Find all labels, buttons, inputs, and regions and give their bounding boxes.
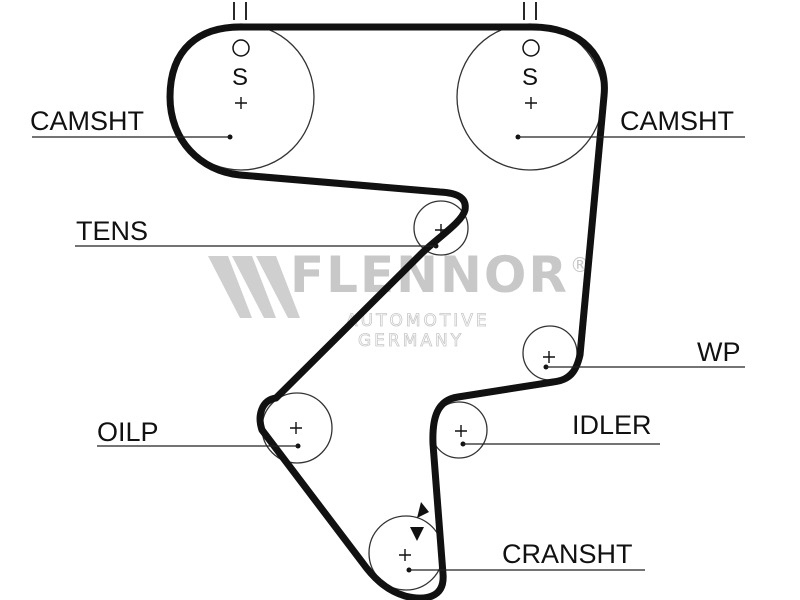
timing-mark-left [233, 2, 247, 20]
right-cam-timing-circle-icon [522, 39, 540, 57]
watermark: FLENNOR AUTOMOTIVE GERMANY ® [208, 246, 590, 351]
right-cam-plus-icon [525, 97, 537, 109]
left-cam-timing-circle-icon [232, 39, 250, 57]
label-camshaft-right: CAMSHT [620, 106, 734, 136]
flennor-logo-icon [208, 256, 300, 318]
crankshaft-timing-arrow-icon [410, 502, 429, 541]
watermark-brand: FLENNOR [290, 246, 569, 304]
water-pump-plus-icon [543, 351, 555, 363]
right-cam-s-mark: S [522, 64, 538, 91]
watermark-line1: AUTOMOTIVE [346, 311, 490, 331]
timing-belt [166, 23, 608, 600]
label-tensioner: TENS [76, 216, 148, 246]
tensioner-pulley [413, 200, 469, 256]
camshaft-right-pulley [456, 23, 604, 171]
left-cam-s-mark: S [232, 64, 248, 91]
plus-markers [235, 97, 555, 561]
left-cam-plus-icon [235, 97, 247, 109]
label-camshaft-left: CAMSHT [30, 106, 144, 136]
watermark-line2: GERMANY [358, 331, 464, 351]
label-oil-pump: OILP [97, 417, 159, 447]
oil-pump-plus-icon [290, 422, 302, 434]
label-crankshaft: CRANSHT [502, 539, 633, 569]
crankshaft-plus-icon [399, 549, 411, 561]
label-idler: IDLER [572, 410, 652, 440]
label-water-pump: WP [697, 337, 741, 367]
tensioner-plus-icon [435, 224, 447, 236]
idler-plus-icon [455, 425, 467, 437]
timing-mark-right [523, 2, 537, 20]
center-dots [227, 134, 549, 573]
